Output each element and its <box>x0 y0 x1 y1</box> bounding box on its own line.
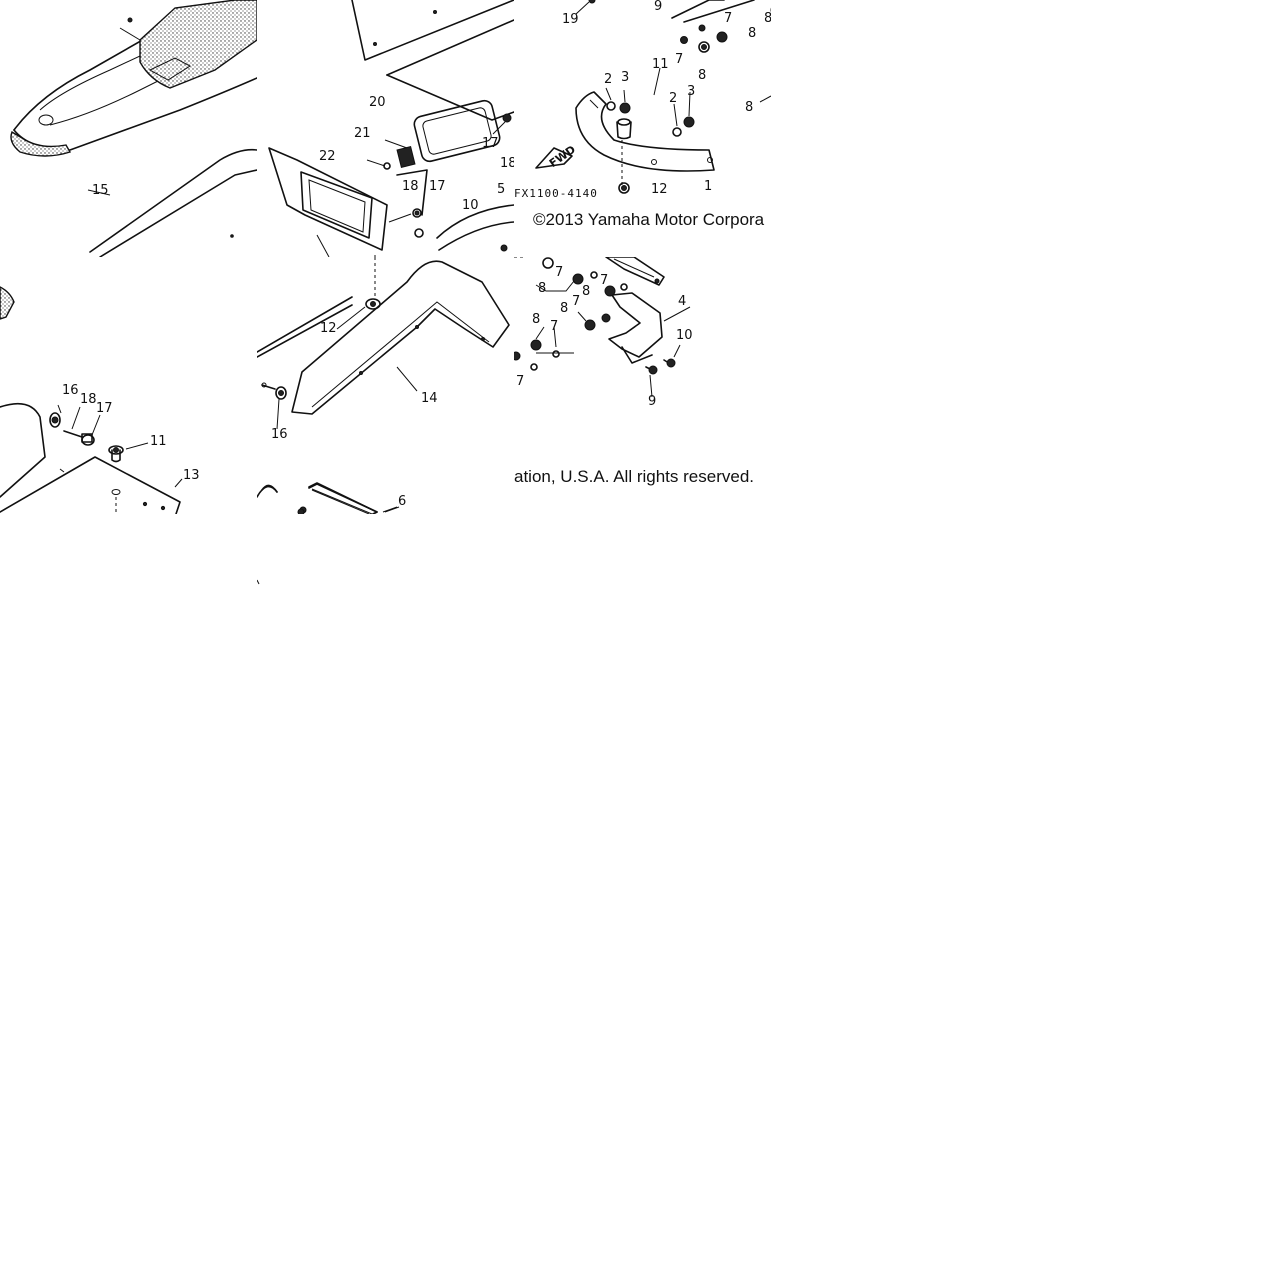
callout-16: 16 <box>271 427 288 442</box>
callout-2: 2 <box>604 72 613 87</box>
callout-2-b: 2 <box>669 91 678 106</box>
callout-7-b: 7 <box>675 52 684 67</box>
callout-8: 8 <box>764 11 771 26</box>
callout-6: 6 <box>398 494 407 509</box>
callout-9: 9 <box>648 394 657 409</box>
callout-10: 10 <box>462 198 479 213</box>
callout-7-d: 7 <box>550 319 559 334</box>
callout-17-b: 17 <box>429 179 446 194</box>
storage-compartment-illustration <box>268 0 514 257</box>
tile-bracket-fasteners: 7 8 7 8 7 8 4 8 7 10 7 9 ation, U.S.A. A… <box>514 257 771 514</box>
bumper-illustration <box>535 0 771 194</box>
watercraft-illustration <box>10 0 257 257</box>
callout-7-c: 7 <box>572 294 581 309</box>
callout-3: 3 <box>621 70 630 85</box>
parts-diagram-tiles: 15 <box>0 0 772 772</box>
copyright-notice-right: ation, U.S.A. All rights reserved. <box>514 467 754 486</box>
callout-22: 22 <box>319 149 336 164</box>
callout-9: 9 <box>654 0 663 14</box>
tile-side-cover: 12 14 16 <box>257 257 514 514</box>
callout-7: 7 <box>555 265 564 280</box>
callout-11: 11 <box>652 57 669 72</box>
callout-18: 18 <box>80 392 97 407</box>
callout-8-b: 8 <box>748 26 757 41</box>
callout-16: 16 <box>62 383 79 398</box>
callout-18-b: 18 <box>402 179 419 194</box>
deck-plate-illustration <box>0 286 183 514</box>
callout-19: 19 <box>562 12 579 27</box>
callout-7: 7 <box>724 11 733 26</box>
callout-5: 5 <box>497 182 506 197</box>
callout-8-b: 8 <box>582 284 591 299</box>
callout-8-c: 8 <box>560 301 569 316</box>
callout-7-b: 7 <box>600 273 609 288</box>
callout-8: 8 <box>538 281 547 296</box>
tile-bumper-fasteners: FWD 19 9 7 8 8 7 8 2 3 11 2 3 8 12 1 FX1… <box>514 0 771 257</box>
drawing-code: FX1100-4140 <box>514 187 598 200</box>
callout-8-d: 8 <box>532 312 541 327</box>
bracket-illustration <box>514 257 691 398</box>
tile-watercraft-overview: 15 <box>0 0 257 257</box>
callout-10: 10 <box>676 328 693 343</box>
callout-13: 13 <box>183 468 200 483</box>
callout-17: 17 <box>482 136 499 151</box>
copyright-notice-left: ©2013 Yamaha Motor Corpora <box>533 210 765 229</box>
tile-rail-fragment <box>257 514 514 771</box>
callout-7-e: 7 <box>516 374 525 389</box>
callout-15: 15 <box>92 183 109 198</box>
callout-12: 12 <box>320 321 337 336</box>
callout-12: 12 <box>651 182 668 197</box>
tile-storage-compartment: 20 21 22 17 18 18 17 10 5 <box>257 0 514 257</box>
callout-4: 4 <box>678 294 687 309</box>
callout-14: 14 <box>421 391 438 406</box>
callout-17: 17 <box>96 401 113 416</box>
callout-18: 18 <box>500 156 514 171</box>
callout-11: 11 <box>150 434 167 449</box>
tile-blank-left <box>0 514 257 771</box>
rail-fragment-illustration <box>257 579 260 585</box>
tile-deck-plate: 16 18 17 11 13 <box>0 257 257 514</box>
tile-blank-right <box>514 514 771 771</box>
callout-1: 1 <box>704 179 713 194</box>
callout-8-d: 8 <box>745 100 754 115</box>
callout-21: 21 <box>354 126 371 141</box>
callout-3-b: 3 <box>687 84 696 99</box>
callout-20: 20 <box>369 95 386 110</box>
callout-8-c: 8 <box>698 68 707 83</box>
rail-bracket-illustration <box>261 483 398 514</box>
